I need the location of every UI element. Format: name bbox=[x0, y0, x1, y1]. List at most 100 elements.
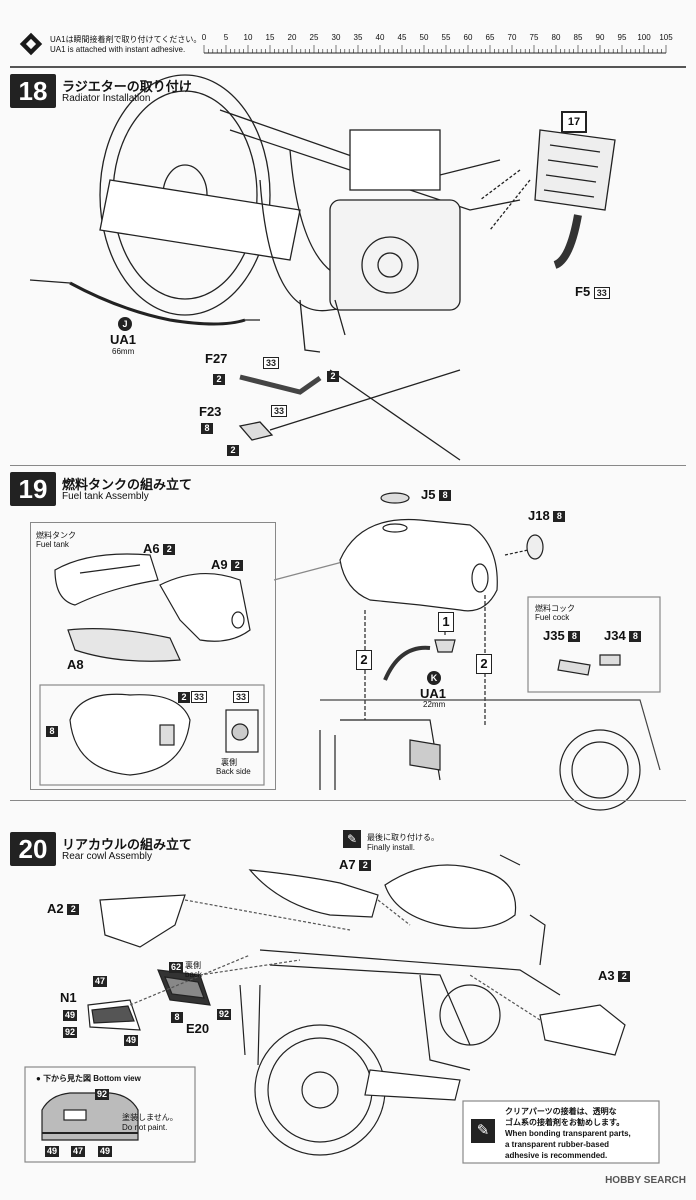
j35-chip: 8 bbox=[568, 631, 581, 643]
step18-title-en: Radiator Installation bbox=[62, 93, 151, 104]
ruler-label: 60 bbox=[463, 33, 473, 42]
n1-chip-47: 47 bbox=[93, 976, 108, 987]
ruler-label: 100 bbox=[637, 33, 651, 42]
e20-back-en: back bbox=[185, 970, 202, 979]
step18-title-jp: ラジエターの取り付け bbox=[62, 79, 192, 94]
a3-chip: 2 bbox=[618, 971, 631, 983]
k-circle: K bbox=[427, 671, 441, 685]
a8-chip-33a: 33 bbox=[191, 691, 208, 703]
f23-chip-33: 33 bbox=[271, 405, 288, 417]
n1-chip-49a: 49 bbox=[63, 1010, 78, 1021]
back-side-jp: 裏側 bbox=[221, 758, 237, 767]
f5-label: F5 33 bbox=[575, 284, 610, 299]
ruler-label: 80 bbox=[551, 33, 561, 42]
a8-chip-8: 8 bbox=[46, 726, 58, 737]
a6-label: A6 2 bbox=[143, 541, 176, 556]
ua1-label: UA1 bbox=[110, 332, 137, 347]
f27-label: F27 bbox=[205, 351, 228, 366]
ruler-label: 55 bbox=[441, 33, 451, 42]
step19-drawing bbox=[39, 492, 661, 811]
ruler-label: 25 bbox=[309, 33, 319, 42]
bottom-chip-47: 47 bbox=[71, 1146, 86, 1157]
a2-chip: 2 bbox=[67, 904, 80, 916]
ruler-label: 75 bbox=[529, 33, 539, 42]
step18-ref-17: 17 bbox=[561, 111, 587, 133]
j34-label: J34 8 bbox=[604, 628, 642, 643]
f27-chip-33: 33 bbox=[263, 357, 280, 369]
step-order-1: 1 bbox=[438, 612, 454, 632]
ruler-label: 70 bbox=[507, 33, 517, 42]
e20-chip-92: 92 bbox=[217, 1009, 232, 1020]
back-side-en: Back side bbox=[216, 767, 251, 776]
j18-label: J18 8 bbox=[528, 508, 566, 523]
n1-label: N1 bbox=[60, 990, 77, 1005]
step-order-2a: 2 bbox=[356, 650, 372, 670]
e20-back-jp: 裏側 bbox=[185, 961, 201, 970]
a8-chip-2: 2 bbox=[178, 692, 190, 703]
glue-warning-icon bbox=[19, 32, 43, 56]
clear-note-en1: When bonding transparent parts, bbox=[505, 1129, 631, 1138]
ruler-label: 5 bbox=[223, 33, 229, 42]
j34-chip: 8 bbox=[629, 631, 642, 643]
bottom-chip-49b: 49 bbox=[98, 1146, 113, 1157]
ruler-ticks bbox=[203, 45, 667, 54]
clear-note-jp2: ゴム系の接着剤をお勧めします。 bbox=[505, 1118, 625, 1127]
ua1-label-19: UA1 bbox=[420, 686, 447, 701]
step-number-19: 19 bbox=[10, 472, 56, 506]
header-divider bbox=[10, 66, 686, 68]
bottom-chip-49a: 49 bbox=[45, 1146, 60, 1157]
step-number-18: 18 bbox=[10, 74, 56, 108]
ruler-label: 15 bbox=[265, 33, 275, 42]
e20-label: E20 bbox=[186, 1021, 210, 1036]
a9-label: A9 2 bbox=[211, 557, 244, 572]
e20-chip-8: 8 bbox=[171, 1012, 183, 1023]
n1-chip-49b: 49 bbox=[124, 1035, 139, 1046]
bottom-view-title: ● 下から見た図 Bottom view bbox=[36, 1074, 141, 1083]
finally-jp: 最後に取り付ける。 bbox=[367, 833, 439, 842]
clear-note-en2: a transparent rubber-based bbox=[505, 1140, 610, 1149]
f27-chip-2-right: 2 bbox=[327, 371, 339, 382]
step20-title-jp: リアカウルの組み立て bbox=[62, 837, 193, 852]
no-paint-jp: 塗装しません。 bbox=[122, 1113, 178, 1122]
clear-note-jp1: クリアパーツの接着は、透明な bbox=[505, 1107, 617, 1116]
ruler-label: 0 bbox=[201, 33, 207, 42]
f23-chip-2: 2 bbox=[227, 445, 239, 456]
step-number-20: 20 bbox=[10, 832, 56, 866]
f5-chip: 33 bbox=[593, 287, 610, 299]
watermark: HOBBY SEARCH bbox=[605, 1175, 686, 1186]
ua1-length-19: 22mm bbox=[423, 700, 446, 709]
j5-label: J5 8 bbox=[421, 487, 452, 502]
ua1-length: 66mm bbox=[112, 347, 135, 356]
ruler-label: 50 bbox=[419, 33, 429, 42]
j18-chip: 8 bbox=[553, 511, 566, 523]
a8-label: A8 bbox=[67, 657, 84, 672]
clear-note: クリアパーツの接着は、透明な ゴム系の接着剤をお勧めします。 When bond… bbox=[505, 1106, 631, 1161]
ruler-label: 30 bbox=[331, 33, 341, 42]
a2-label: A2 2 bbox=[47, 901, 80, 916]
f27-chip-2: 2 bbox=[213, 374, 225, 385]
ruler-label: 105 bbox=[659, 33, 673, 42]
ruler-label: 10 bbox=[243, 33, 253, 42]
no-paint-en: Do not paint. bbox=[122, 1123, 168, 1132]
step20-title-en: Rear cowl Assembly bbox=[62, 851, 153, 862]
f23-chip-8: 8 bbox=[201, 423, 213, 434]
inset-title-jp: 燃料タンク bbox=[36, 531, 76, 540]
section-divider-19-20 bbox=[10, 800, 686, 801]
header-note-jp: UA1は瞬間接着剤で取り付けてください。 bbox=[50, 35, 202, 44]
f23-label: F23 bbox=[199, 404, 222, 419]
adhesive-icon: ✎ bbox=[471, 1119, 495, 1143]
clear-note-en3: adhesive is recommended. bbox=[505, 1151, 608, 1160]
fuel-cock-jp: 燃料コック bbox=[535, 604, 575, 613]
j35-label: J35 8 bbox=[543, 628, 581, 643]
step20-drawing bbox=[24, 854, 660, 1164]
a7-label: A7 2 bbox=[339, 857, 372, 872]
ruler-label: 90 bbox=[595, 33, 605, 42]
ruler-label: 40 bbox=[375, 33, 385, 42]
inset-title-en: Fuel tank bbox=[36, 540, 69, 549]
fuel-cock-en: Fuel cock bbox=[535, 613, 570, 622]
j-circle: J bbox=[118, 317, 132, 331]
bottom-chip-92: 92 bbox=[95, 1089, 110, 1100]
ruler-label: 65 bbox=[485, 33, 495, 42]
